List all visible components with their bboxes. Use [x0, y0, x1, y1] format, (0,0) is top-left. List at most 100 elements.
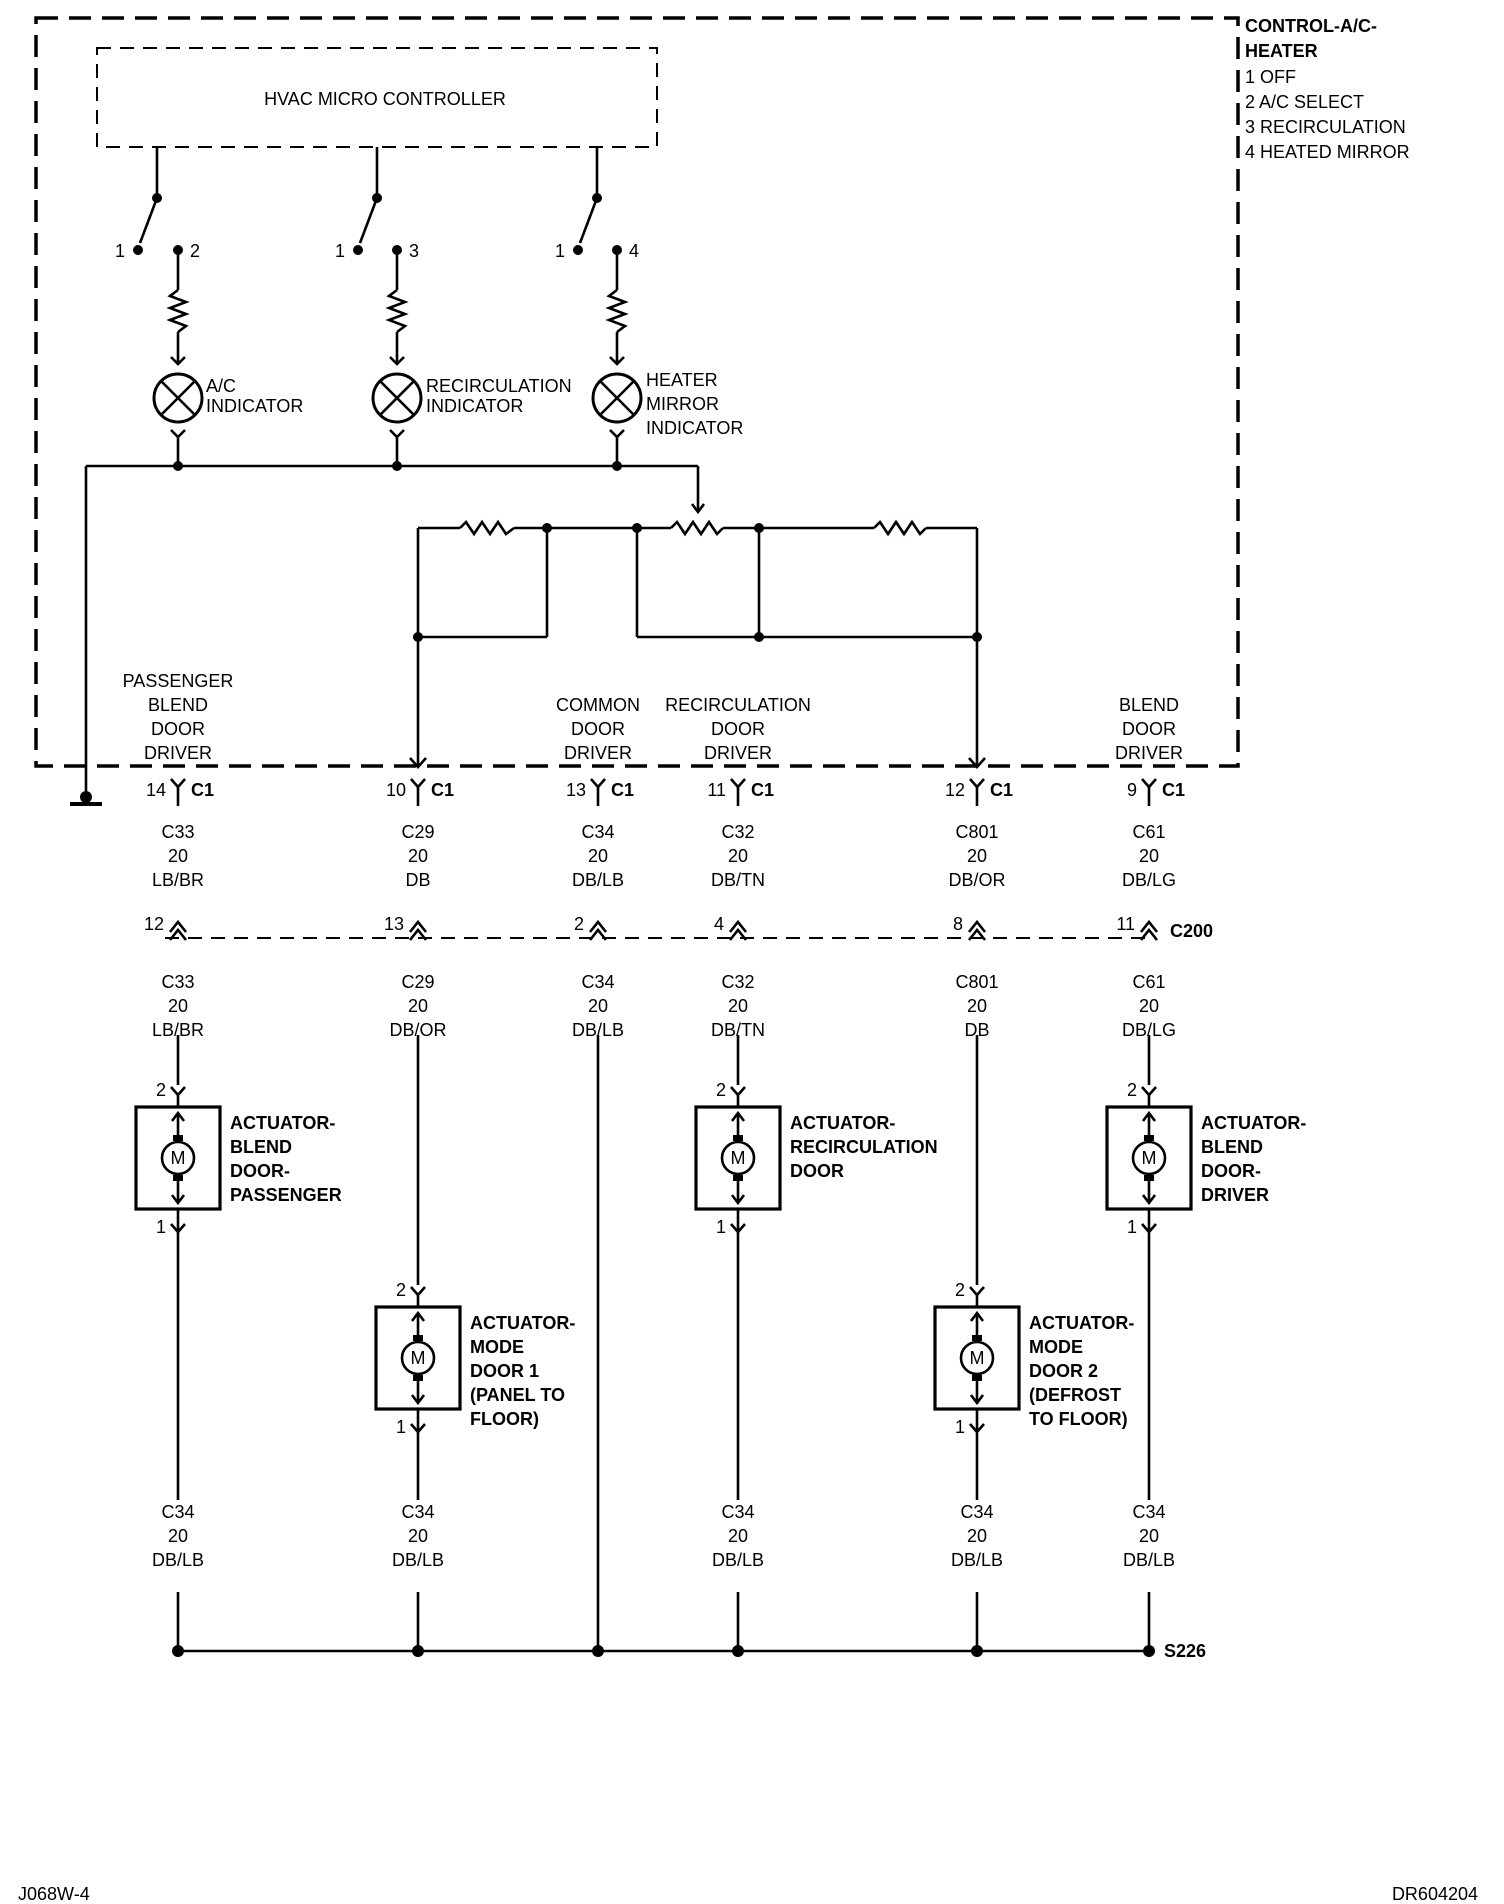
wire-label: C34: [721, 1502, 754, 1522]
indicator-mirror-label-1: HEATER: [646, 370, 718, 390]
wire-label: DB/LB: [1123, 1550, 1175, 1570]
resistor-network: [409, 519, 986, 769]
actuator-pin-top: 2: [955, 1280, 965, 1300]
wire-label: DB/LG: [1122, 870, 1176, 890]
switch-recirc: 1 3: [335, 147, 419, 261]
wire-label: 20: [728, 846, 748, 866]
indicator-ac-label-1: A/C: [206, 376, 236, 396]
driver-passenger-2: BLEND: [148, 695, 208, 715]
c1-label: C1: [611, 780, 634, 800]
control-ac-heater-outline: [34, 16, 1240, 768]
actuator-label: ACTUATOR-: [1029, 1313, 1134, 1333]
c200-pin: 12: [144, 914, 164, 934]
wire-label: 20: [588, 846, 608, 866]
actuator-label: BLEND: [1201, 1137, 1263, 1157]
wire-label: DB/LB: [951, 1550, 1003, 1570]
actuator-pin-top: 2: [396, 1280, 406, 1300]
c1-label: C1: [751, 780, 774, 800]
c200-pin: 8: [953, 914, 963, 934]
actuator-label: (PANEL TO: [470, 1385, 565, 1405]
wire-label: C29: [401, 822, 434, 842]
c200-pin: 11: [1116, 914, 1135, 934]
c1-pin: 11: [707, 780, 726, 800]
wire-label: DB/TN: [711, 1020, 765, 1040]
wire-label: DB/LB: [572, 870, 624, 890]
position-1: 1 OFF: [1245, 67, 1296, 87]
actuator-label: ACTUATOR-: [230, 1113, 335, 1133]
actuator-label: TO FLOOR): [1029, 1409, 1128, 1429]
lamp-icon: [152, 372, 204, 424]
wire-label: DB/LB: [152, 1550, 204, 1570]
wire-label: 20: [1139, 996, 1159, 1016]
wire-label: 20: [408, 846, 428, 866]
wire-label: 20: [967, 846, 987, 866]
position-4: 4 HEATED MIRROR: [1245, 142, 1410, 162]
actuator-pin-top: 2: [1127, 1080, 1137, 1100]
wire-label: 20: [588, 996, 608, 1016]
actuator-pin-bottom: 1: [716, 1217, 726, 1237]
wire-label: 20: [967, 996, 987, 1016]
splice-s226: S226: [172, 1641, 1206, 1661]
driver-recirc-1: RECIRCULATION: [665, 695, 811, 715]
position-2: 2 A/C SELECT: [1245, 92, 1364, 112]
footer-left: J068W-4: [18, 1884, 90, 1904]
wire-label: C61: [1132, 822, 1165, 842]
wire-label: DB/OR: [389, 1020, 446, 1040]
actuator-pin-top: 2: [716, 1080, 726, 1100]
driver-passenger-1: PASSENGER: [123, 671, 234, 691]
driver-labels: PASSENGER BLEND DOOR DRIVER COMMON DOOR …: [123, 671, 1183, 763]
indicator-mirror-circuit: HEATER MIRROR INDICATOR: [591, 250, 743, 466]
driver-blend-2: DOOR: [1122, 719, 1176, 739]
wire-label: DB/LB: [712, 1550, 764, 1570]
wire-label: C33: [161, 822, 194, 842]
motor-icon: [720, 1140, 756, 1176]
motor-label: M: [1142, 1148, 1157, 1168]
actuator-label: MODE: [1029, 1337, 1083, 1357]
wire-label: 20: [1139, 1526, 1159, 1546]
c1-label: C1: [431, 780, 454, 800]
switch-recirc-pin-b: 3: [409, 241, 419, 261]
motor-label: M: [171, 1148, 186, 1168]
switch-ac-pin-a: 1: [115, 241, 125, 261]
motor-icon: [160, 1140, 196, 1176]
c1-label: C1: [990, 780, 1013, 800]
switch-mirror-pin-b: 4: [629, 241, 639, 261]
driver-blend-3: DRIVER: [1115, 743, 1183, 763]
wire-label: DB/TN: [711, 870, 765, 890]
lamp-icon: [371, 372, 423, 424]
wire-label: C34: [1132, 1502, 1165, 1522]
c1-label: C1: [1162, 780, 1185, 800]
wire-label: C32: [721, 822, 754, 842]
actuator-pin-bottom: 1: [1127, 1217, 1137, 1237]
component-title-2: HEATER: [1245, 41, 1318, 61]
indicator-ac-circuit: A/C INDICATOR: [152, 250, 303, 466]
c1-label: C1: [191, 780, 214, 800]
wire-label: DB: [405, 870, 430, 890]
switch-mirror: 1 4: [555, 147, 639, 261]
wire-label: 20: [168, 1526, 188, 1546]
motor-icon: [959, 1340, 995, 1376]
indicator-bus: [70, 461, 706, 806]
c200-label: C200: [1170, 921, 1213, 941]
actuator-label: (DEFROST: [1029, 1385, 1121, 1405]
actuator-label: PASSENGER: [230, 1185, 342, 1205]
wire-label: 20: [967, 1526, 987, 1546]
actuator-label: BLEND: [230, 1137, 292, 1157]
wire-label: 20: [168, 846, 188, 866]
wire-label: DB/LG: [1122, 1020, 1176, 1040]
wire-label: 20: [728, 1526, 748, 1546]
c1-pin: 9: [1127, 780, 1137, 800]
wire-label: C801: [955, 822, 998, 842]
c1-pin: 14: [146, 780, 166, 800]
actuator-label: ACTUATOR-: [790, 1113, 895, 1133]
